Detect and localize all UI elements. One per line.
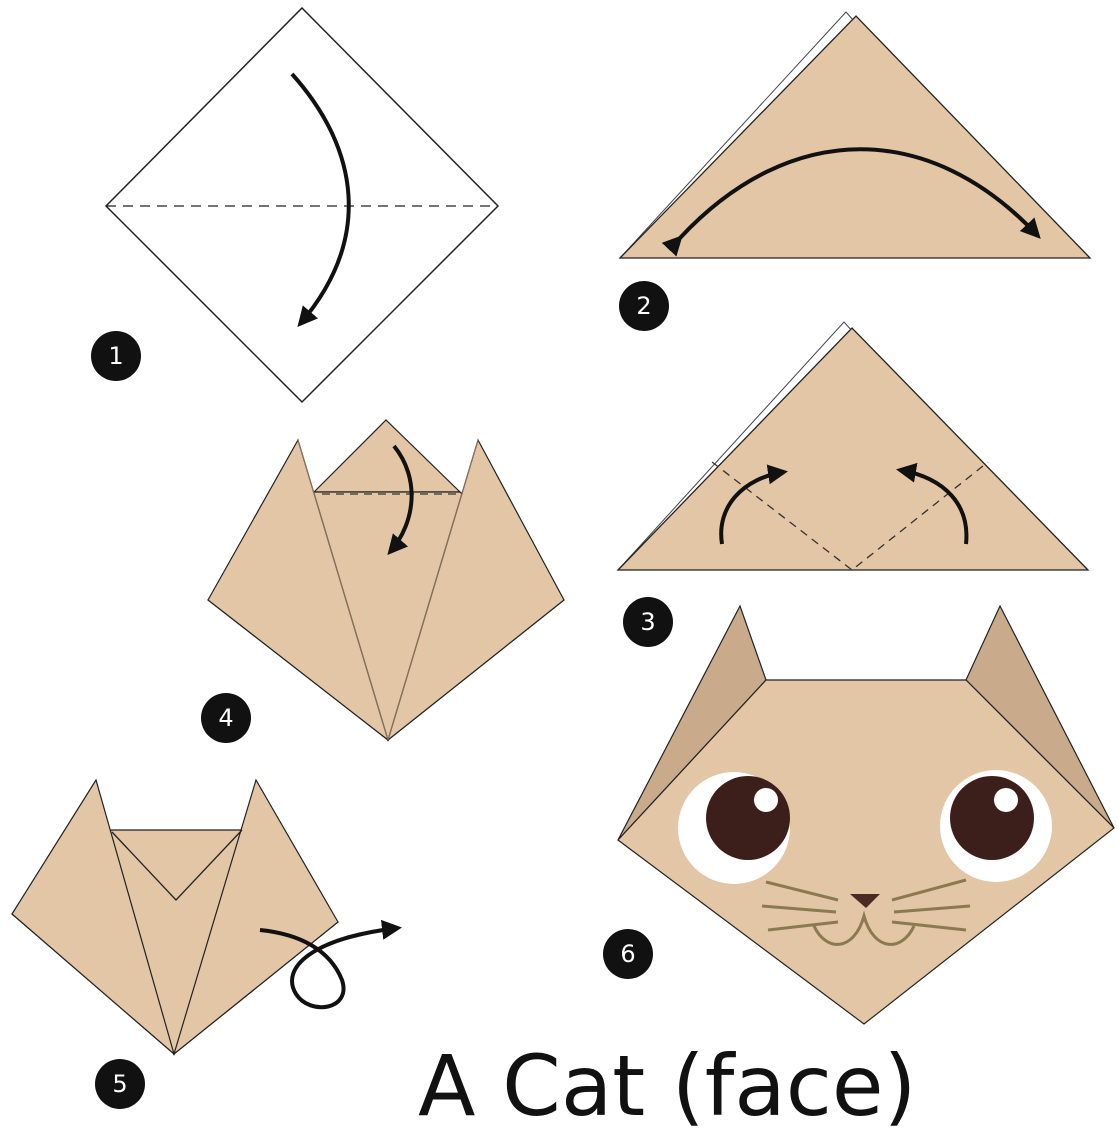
step-number: 5 [112,1070,127,1098]
step-2-triangle-paper [620,16,1090,258]
step-number: 1 [108,342,123,370]
step-number: 4 [218,704,233,732]
step-badge-3: 3 [623,597,673,647]
step-1-diagram [106,8,498,402]
step-badge-1: 1 [91,331,141,381]
step-badge-4: 4 [201,693,251,743]
step-3-diagram [618,322,1088,570]
step-badge-6: 6 [603,929,653,979]
step-number: 3 [640,608,655,636]
step-number: 6 [620,940,635,968]
step-badge-5: 5 [95,1059,145,1109]
step-1-square-paper [106,8,498,402]
step-5-diagram [12,780,398,1054]
diagram-title: A Cat (face) [418,1036,938,1146]
step-4-top-flap [314,420,460,492]
step-4-diagram [208,420,564,740]
step-6-diagram [618,606,1114,1024]
step-badge-2: 2 [619,281,669,331]
step-2-diagram [620,12,1090,258]
step-3-triangle-paper [618,328,1088,570]
left-eye [678,772,790,884]
right-eye [940,770,1052,882]
step-number: 2 [636,292,651,320]
